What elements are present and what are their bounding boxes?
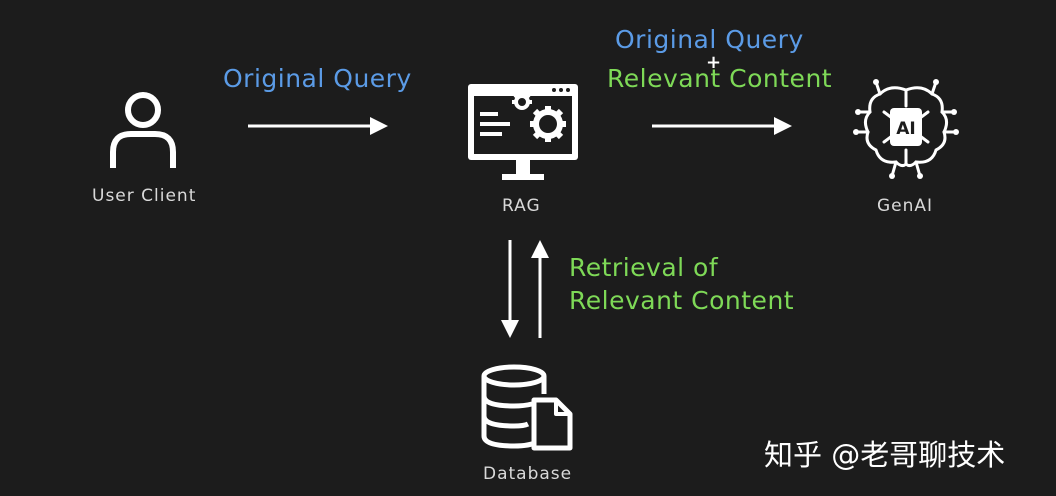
ai-chip-text: AI	[896, 119, 915, 139]
ai-brain-icon: AI	[853, 79, 959, 179]
rag-to-genai-label-line2: Relevant Content	[607, 64, 833, 93]
arrow-right-icon	[652, 117, 792, 135]
rag-to-genai-label-line1: Original Query	[615, 25, 804, 54]
genai-label: GenAI	[877, 196, 934, 216]
rag-label: RAG	[502, 196, 541, 216]
user-to-rag-label: Original Query	[223, 64, 412, 93]
database-label: Database	[483, 464, 573, 484]
small-gear-icon	[512, 92, 532, 110]
bidirectional-arrow-icon	[501, 240, 549, 338]
db-to-rag-label-line2: Relevant Content	[569, 286, 795, 315]
user-icon	[110, 92, 176, 168]
user-client-label: User Client	[92, 186, 197, 206]
rag-to-genai-plus: +	[706, 52, 722, 73]
document-icon	[531, 397, 573, 451]
rag-monitor-icon	[468, 84, 578, 180]
db-to-rag-label-line1: Retrieval of	[569, 253, 719, 282]
gear-icon	[530, 106, 566, 142]
watermark: 知乎 @老哥聊技术	[764, 438, 1006, 472]
arrow-right-icon	[248, 117, 388, 135]
database-icon	[481, 364, 573, 451]
